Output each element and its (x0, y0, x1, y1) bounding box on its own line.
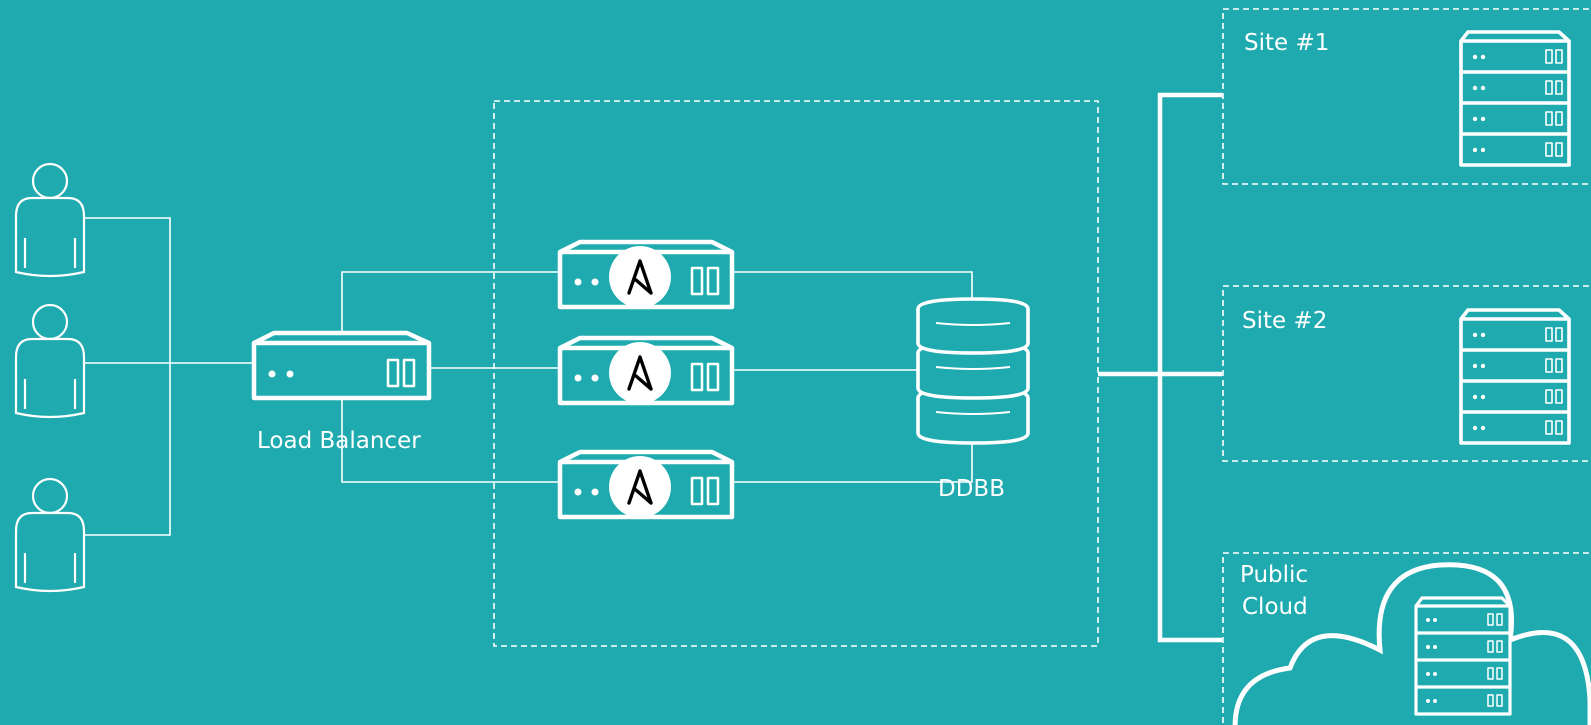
public-cloud-boundary (1222, 552, 1591, 725)
site-bus-connectors (1098, 92, 1222, 643)
server-rack-icon (1459, 30, 1571, 167)
public-cloud-label-line2: Cloud (1242, 594, 1308, 620)
cloud-icon (1232, 562, 1591, 725)
load-balancer-label: Load Balancer (257, 428, 421, 454)
application-node-server-icon (557, 335, 735, 406)
load-balancer-server-icon (251, 330, 432, 401)
load-balancer-connectors (341, 271, 560, 483)
public-cloud-label-line1: Public (1240, 562, 1308, 588)
application-cluster-boundary (493, 100, 1099, 647)
database-label: DDBB (938, 476, 1005, 502)
user-connectors (85, 217, 255, 536)
site-2-label: Site #2 (1242, 308, 1327, 334)
user-icon (14, 162, 86, 278)
server-rack-icon (1459, 308, 1571, 445)
user-icon (14, 303, 86, 419)
site-2-boundary (1222, 285, 1591, 462)
application-node-server-icon (557, 239, 735, 310)
user-icon (14, 477, 86, 593)
database-connectors (728, 271, 973, 483)
site-1-label: Site #1 (1244, 30, 1329, 56)
ansible-logo-icon (609, 342, 671, 404)
site-1-boundary (1222, 8, 1591, 185)
server-rack-icon (1414, 596, 1512, 716)
ansible-logo-icon (609, 246, 671, 308)
ansible-logo-icon (609, 456, 671, 518)
database-icon (916, 297, 1030, 445)
application-node-server-icon (557, 449, 735, 520)
